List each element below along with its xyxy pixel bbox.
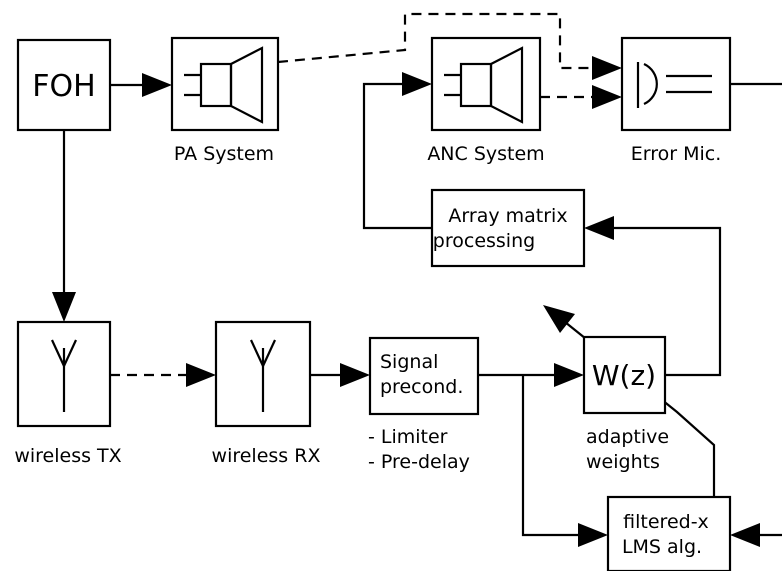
wire-array-to-anc bbox=[362, 82, 432, 230]
wireless-rx-block: wireless RX bbox=[212, 320, 321, 467]
error-mic-block: Error Mic. bbox=[620, 36, 732, 165]
anc-system-label: ANC System bbox=[427, 143, 544, 165]
foh-block: FOH bbox=[16, 38, 112, 132]
array-matrix-block: Array matrix processing bbox=[430, 188, 586, 268]
loudspeaker-icon bbox=[184, 46, 264, 124]
arrow-pa-into-mic bbox=[592, 56, 622, 80]
arrow-into-precond bbox=[340, 363, 370, 387]
loudspeaker-icon bbox=[444, 46, 524, 124]
array-matrix-label-line2: processing bbox=[433, 230, 535, 252]
fxlms-block: filtered-x LMS alg. bbox=[606, 495, 732, 571]
adaptation-arrowhead bbox=[543, 305, 575, 333]
signal-precond-block: Signal precond. - Limiter - Pre-delay bbox=[368, 336, 480, 473]
wireless-rx-label: wireless RX bbox=[212, 445, 321, 467]
wireless-tx-block: wireless TX bbox=[14, 320, 122, 467]
precond-note-predelay: - Pre-delay bbox=[368, 451, 470, 473]
anc-system-block: ANC System bbox=[427, 36, 545, 165]
wire-wz-to-array bbox=[604, 226, 722, 377]
wire-branch-to-fxlms bbox=[521, 375, 588, 537]
arrow-into-fxlms bbox=[578, 523, 608, 547]
wire-pa-acoustic-to-mic bbox=[277, 12, 600, 70]
arrow-into-tx bbox=[52, 292, 76, 322]
precond-note-limiter: - Limiter bbox=[368, 426, 448, 448]
adaptive-weights-label-line2: weights bbox=[586, 451, 660, 473]
wireless-tx-label: wireless TX bbox=[14, 445, 121, 467]
arrow-anc-into-mic bbox=[592, 85, 622, 109]
pa-system-label: PA System bbox=[174, 143, 274, 165]
arrow-into-wz bbox=[554, 363, 584, 387]
array-matrix-label-line1: Array matrix bbox=[448, 205, 567, 227]
fxlms-label-line2: LMS alg. bbox=[622, 536, 702, 558]
microphone-icon bbox=[636, 62, 712, 108]
antenna-icon bbox=[51, 339, 77, 412]
signal-precond-label-line2: precond. bbox=[380, 376, 463, 398]
arrow-into-array bbox=[584, 216, 614, 240]
adaptive-weights-label-line1: adaptive bbox=[586, 426, 669, 448]
antenna-icon bbox=[250, 339, 276, 412]
pa-system-block: PA System bbox=[170, 36, 280, 165]
signal-precond-label-line1: Signal bbox=[380, 351, 438, 373]
wz-label: W(z) bbox=[592, 359, 656, 392]
arrow-error-into-fxlms bbox=[730, 523, 760, 547]
foh-label: FOH bbox=[32, 69, 95, 104]
arrow-into-rx bbox=[186, 363, 216, 387]
wz-block: W(z) adaptive weights bbox=[582, 335, 669, 473]
fxlms-label-line1: filtered-x bbox=[623, 511, 709, 533]
arrow-into-anc bbox=[402, 72, 432, 96]
error-mic-label: Error Mic. bbox=[631, 143, 722, 165]
arrow-into-pa bbox=[142, 73, 172, 97]
